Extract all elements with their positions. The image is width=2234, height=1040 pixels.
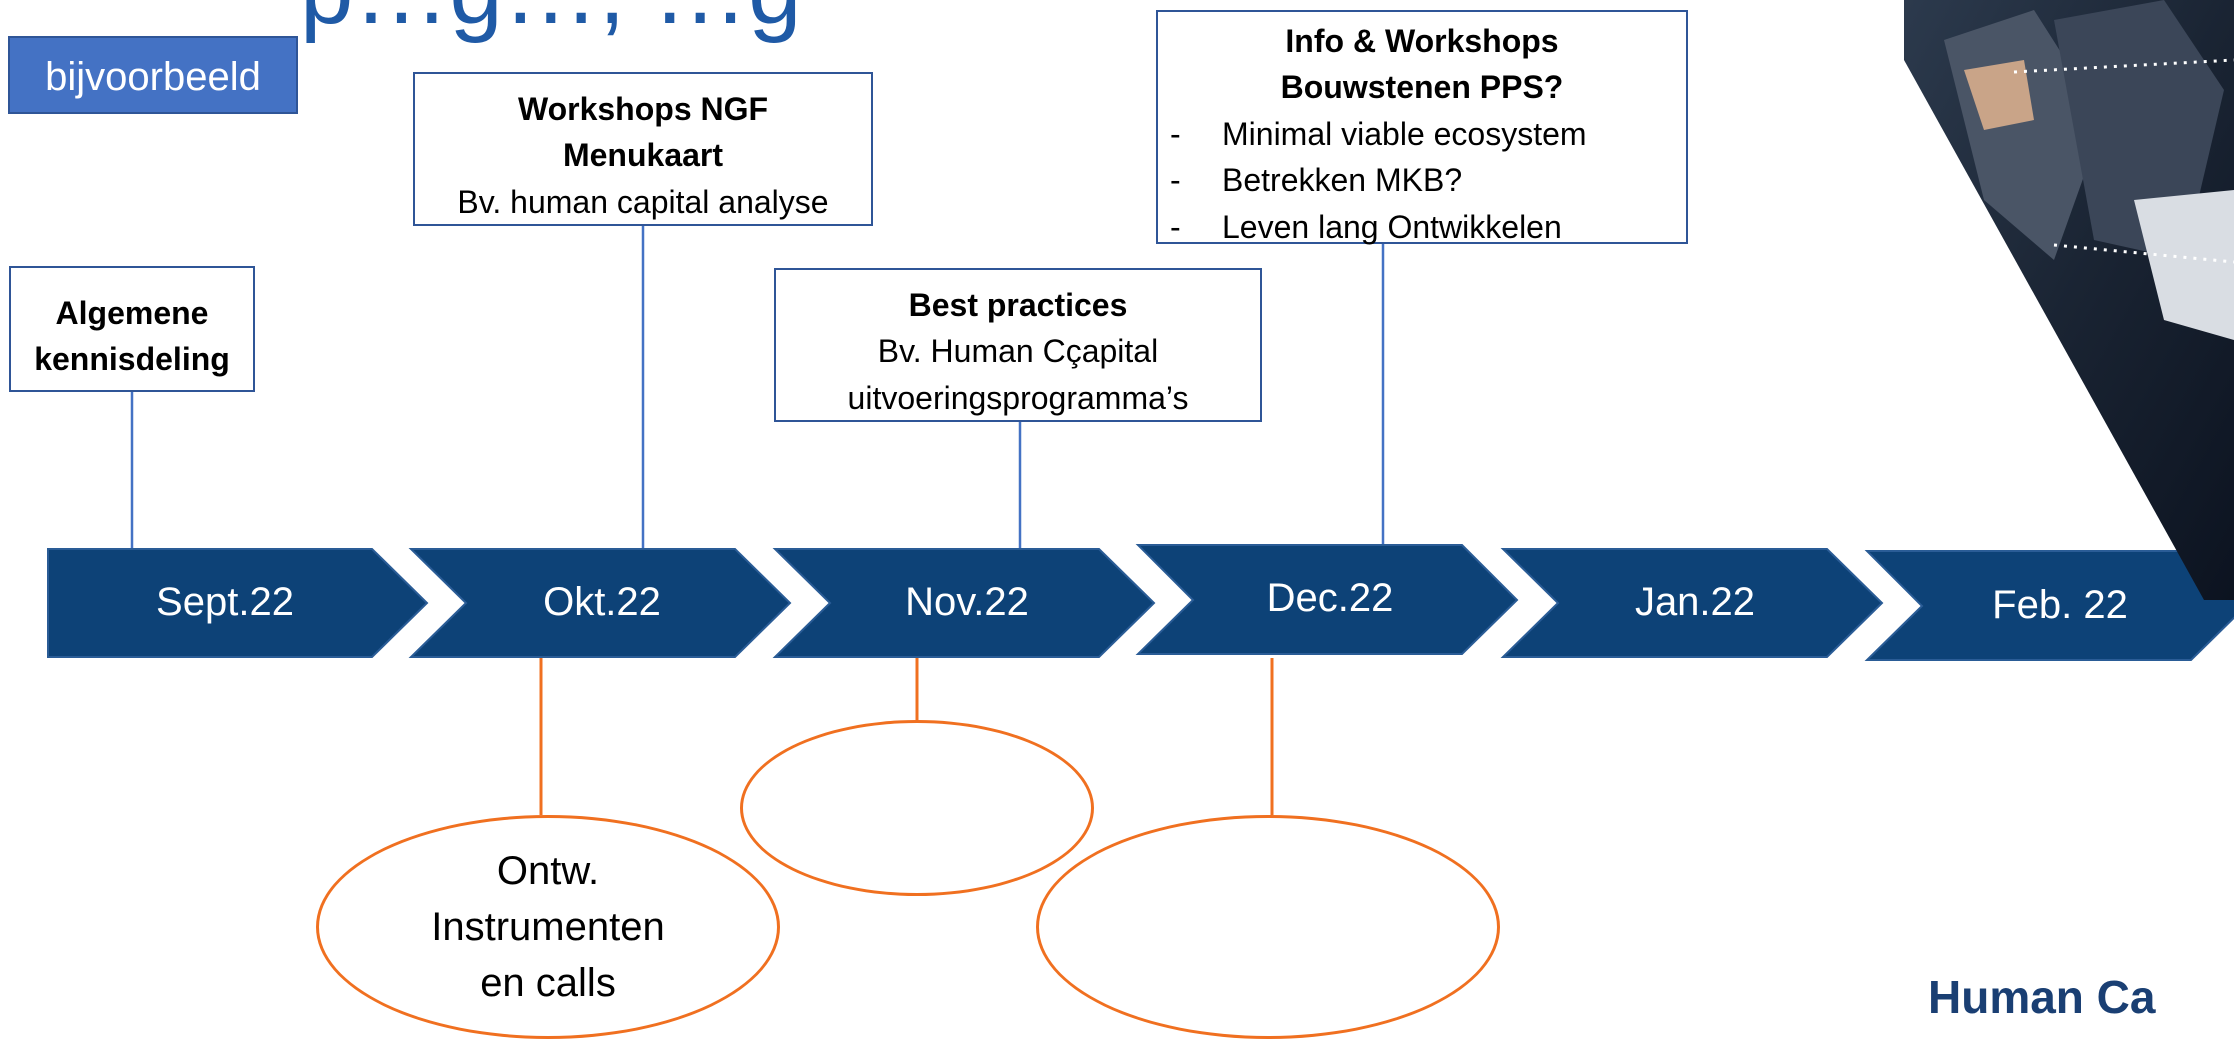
month-feb: Feb. 22 [1992,583,2128,627]
box-info-title-2: Bouwstenen PPS? [1280,69,1564,106]
example-tag: bijvoorbeeld [8,36,298,114]
person-photo-image [1904,0,2234,600]
ellipse-okt-line-3: en calls [480,961,616,1005]
chevron-nov [772,548,1156,658]
box-algemene-title-1: Algemene [55,295,209,331]
month-jan: Jan.22 [1634,580,1756,624]
box-best-body-2: uitvoeringsprogramma’s [847,379,1189,416]
month-nov: Nov.22 [905,580,1029,624]
slide-title: p…g…, …g [300,0,802,46]
box-best-body-1: Bv. Human Cçapital [877,333,1159,370]
ellipse-okt-line-2: Instrumenten [431,905,665,949]
box-best-practices: Best practices Bv. Human Cçapital uitvoe… [774,268,1262,422]
box-info-item: -Leven lang Ontwikkelen [1170,208,1562,245]
box-info-list: -Minimal viable ecosystem -Betrekken MKB… [1158,111,1686,250]
ellipse-okt-line-1: Ontw. [496,849,600,893]
box-ngf-body: Bv. human capital analyse [457,183,829,220]
ellipse-nov-empty [740,720,1094,896]
month-sept: Sept.22 [156,580,294,624]
box-workshops-ngf: Workshops NGF Menukaart Bv. human capita… [413,72,873,226]
box-algemene-kennisdeling: Algemene kennisdeling [9,266,255,392]
brand-logo-text: Human Ca [1928,971,2156,1023]
ellipse-okt-instrumenten: Ontw. Instrumenten en calls [316,815,780,1039]
box-ngf-title-1: Workshops NGF [517,91,769,127]
box-info-item: -Betrekken MKB? [1170,162,1463,199]
box-algemene-title-2: kennisdeling [34,341,230,378]
box-info-title-1: Info & Workshops [1285,23,1559,59]
chevron-sept [47,548,429,658]
chevron-jan [1500,548,1884,658]
chevron-okt [408,548,792,658]
month-dec: Dec.22 [1266,576,1394,620]
month-okt: Okt.22 [543,580,661,624]
box-info-item: -Minimal viable ecosystem [1170,115,1587,152]
chevron-dec [1135,544,1519,655]
box-info-workshops: Info & Workshops Bouwstenen PPS? -Minima… [1156,10,1688,245]
box-ngf-title-2: Menukaart [562,137,724,174]
ellipse-dec-empty [1036,815,1500,1039]
box-best-title: Best practices [908,287,1128,323]
